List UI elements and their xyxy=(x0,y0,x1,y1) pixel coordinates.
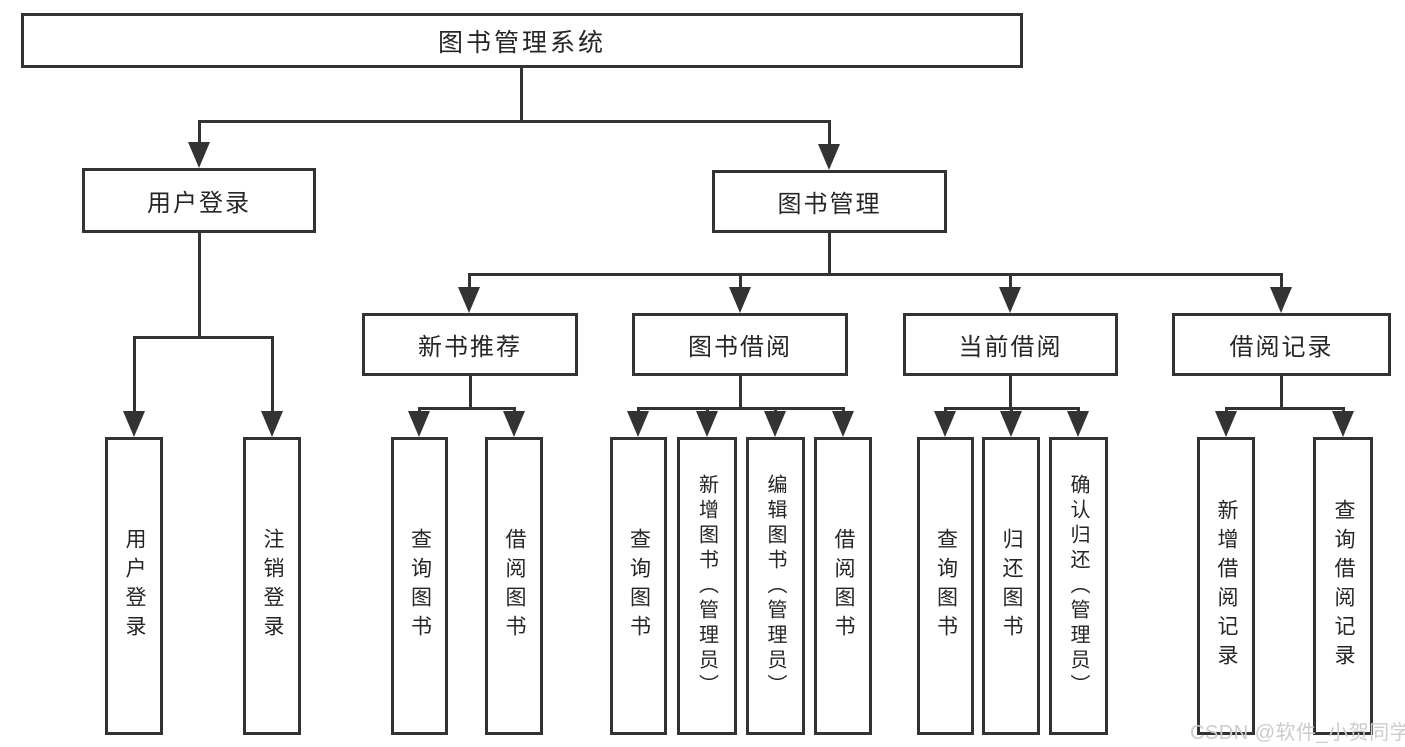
arrowhead-icon xyxy=(696,411,718,437)
arrowhead-icon xyxy=(123,411,145,437)
arrowhead-icon xyxy=(818,144,840,170)
connector-drop-leaf-logout xyxy=(271,336,274,416)
node-current-borrowing: 当前借阅 xyxy=(903,313,1118,376)
arrowhead-icon xyxy=(503,411,525,437)
leaf-confirm-return-admin: 确认归还（管理员） xyxy=(1049,437,1108,735)
leaf-query-books-borrowing: 查询图书 xyxy=(610,437,667,735)
arrowhead-icon xyxy=(934,411,956,437)
arrowhead-icon xyxy=(832,411,854,437)
leaf-query-borrow-record: 查询借阅记录 xyxy=(1313,437,1373,735)
arrowhead-icon xyxy=(729,287,751,313)
connector-user-login-trunk xyxy=(198,233,201,339)
arrowhead-icon xyxy=(1067,411,1089,437)
leaf-query-books-current: 查询图书 xyxy=(917,437,974,735)
node-borrowing-records: 借阅记录 xyxy=(1172,313,1391,376)
arrowhead-icon xyxy=(261,411,283,437)
node-book-borrowing: 图书借阅 xyxy=(632,313,848,376)
connector-level3-rail xyxy=(468,273,1283,276)
connector-records-trunk xyxy=(1280,376,1283,410)
node-new-book-recommend: 新书推荐 xyxy=(362,313,578,376)
node-root-system: 图书管理系统 xyxy=(21,13,1023,68)
connector-borrowing-trunk xyxy=(739,376,742,410)
connector-drop-user-login xyxy=(198,120,201,146)
leaf-add-books-admin: 新增图书（管理员） xyxy=(677,437,737,735)
connector-drop-leaf-user-login xyxy=(133,336,136,416)
node-book-management: 图书管理 xyxy=(712,170,947,233)
arrowhead-icon xyxy=(627,411,649,437)
leaf-borrow-books-recommend: 借阅图书 xyxy=(485,437,543,735)
arrowhead-icon xyxy=(188,142,210,168)
arrowhead-icon xyxy=(408,411,430,437)
arrowhead-icon xyxy=(1000,411,1022,437)
arrowhead-icon xyxy=(1332,411,1354,437)
arrowhead-icon xyxy=(999,287,1021,313)
leaf-user-login: 用户登录 xyxy=(105,437,163,735)
leaf-add-borrow-record: 新增借阅记录 xyxy=(1197,437,1255,735)
connector-borrowing-rail xyxy=(637,407,844,410)
arrowhead-icon xyxy=(458,287,480,313)
arrowhead-icon xyxy=(1215,411,1237,437)
connector-drop-records xyxy=(1280,273,1283,290)
connector-drop-borrowing xyxy=(739,273,742,290)
connector-drop-book-mgmt xyxy=(828,120,831,148)
connector-current-trunk xyxy=(1009,376,1012,410)
arrowhead-icon xyxy=(764,411,786,437)
connector-records-rail xyxy=(1225,407,1345,410)
leaf-return-books: 归还图书 xyxy=(982,437,1040,735)
arrowhead-icon xyxy=(1270,287,1292,313)
connector-user-login-rail xyxy=(133,336,274,339)
node-user-login-group: 用户登录 xyxy=(82,168,316,233)
connector-recommend-trunk xyxy=(469,376,472,410)
leaf-query-books-recommend: 查询图书 xyxy=(391,437,448,735)
connector-level2-rail xyxy=(198,120,831,123)
connector-recommend-rail xyxy=(418,407,516,410)
connector-drop-recommend xyxy=(468,273,471,290)
connector-root-trunk xyxy=(520,68,523,123)
csdn-watermark: CSDN @软件_小贺同学 xyxy=(1190,722,1405,744)
connector-book-mgmt-trunk xyxy=(828,233,831,276)
connector-drop-current xyxy=(1009,273,1012,290)
leaf-borrow-books: 借阅图书 xyxy=(814,437,872,735)
leaf-logout: 注销登录 xyxy=(243,437,301,735)
leaf-edit-books-admin: 编辑图书（管理员） xyxy=(746,437,805,735)
